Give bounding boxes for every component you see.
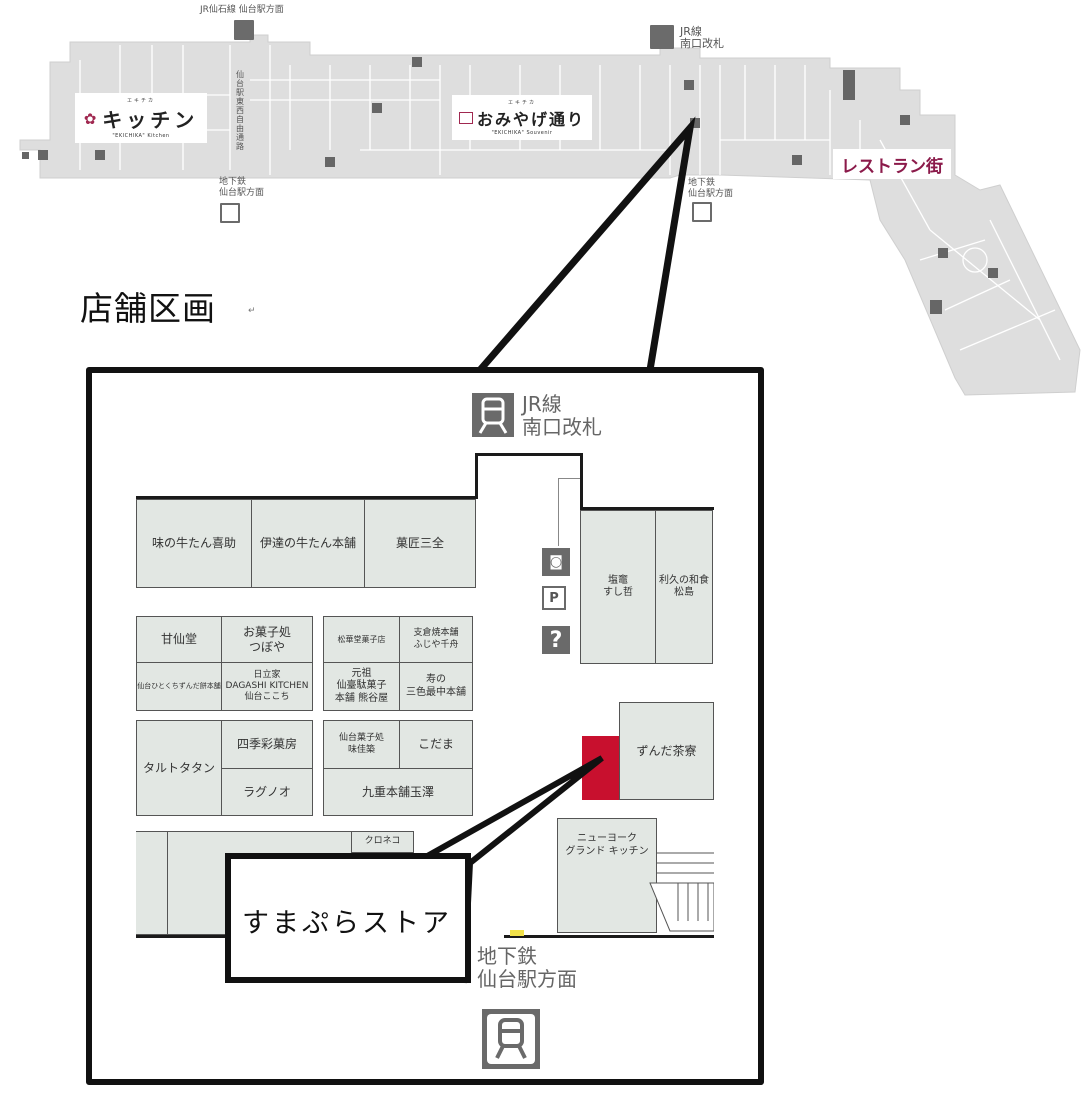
shop-unnamed-a[interactable] — [136, 831, 168, 935]
train-station-icon — [234, 20, 254, 40]
kitchen-logo-icon: ✿ — [83, 109, 97, 128]
parking-service-icon: P — [542, 586, 566, 610]
atm-icon — [22, 152, 29, 159]
jr-line-text: JR線 — [522, 392, 562, 416]
overview-map: JR仙石線 仙台駅方面 JR線 南口改札 仙台駅東西自由通路 地下鉄 仙台駅方面… — [0, 0, 1088, 410]
subway-text: 地下鉄 — [477, 944, 537, 968]
escalator-icon — [372, 103, 382, 113]
shop-ragnoo[interactable]: ラグノオ — [221, 768, 313, 816]
jr-senseki-label: JR仙石線 仙台駅方面 — [200, 5, 284, 15]
wall — [580, 453, 583, 510]
guide-line — [558, 478, 559, 546]
passage-label: 仙台駅東西自由通路 — [236, 70, 244, 151]
shop-shikisai-kabo[interactable]: 四季彩菓房 — [221, 720, 313, 769]
shop-dagashi-kitchen[interactable]: 日立家 DAGASHI KITCHEN 仙台ここち — [221, 662, 313, 711]
subway-direction-text: 仙台駅方面 — [688, 189, 734, 199]
area-label-restaurant[interactable]: レストラン街 — [833, 149, 951, 179]
subway-direction-text: 仙台駅方面 — [477, 967, 577, 991]
section-title: 店舗区画 — [80, 289, 216, 328]
subway-station-icon — [482, 1009, 540, 1069]
shop-mikaen[interactable]: 仙台菓子処 味佳築 — [323, 720, 400, 769]
restroom-icon — [412, 57, 422, 67]
paragraph-mark: ↵ — [248, 306, 256, 316]
escalator-icon — [900, 115, 910, 125]
wall — [136, 935, 246, 938]
info-glyph: ? — [549, 627, 563, 653]
subway-text: 地下鉄 — [219, 177, 247, 187]
subway-direction-label: 地下鉄 仙台駅方面 — [477, 945, 577, 991]
elevator-icon — [988, 268, 998, 278]
subway-direction-text: 仙台駅方面 — [219, 188, 265, 198]
wall — [580, 507, 714, 510]
restroom-icon — [325, 157, 335, 167]
smapla-store-location-highlight[interactable] — [582, 736, 620, 800]
shop-kansendo[interactable]: 甘仙堂 — [136, 616, 222, 663]
coin-locker-icon — [684, 80, 694, 90]
floor-plan-outline — [19, 34, 1081, 396]
wall — [504, 935, 714, 938]
shop-zunda-saryo[interactable]: ずんだ茶寮 — [619, 702, 714, 800]
wall — [475, 453, 478, 499]
store-section-detail: JR線 南口改札 味の牛たん喜助 伊達の牛たん本舗 菓匠三全 ◙ P ? 塩竈 … — [86, 367, 764, 1085]
souvenir-title: おみやげ通り — [476, 110, 585, 129]
subway-left-label: 地下鉄 仙台駅方面 — [219, 177, 264, 199]
parking-glyph: P — [549, 590, 559, 606]
train-station-icon — [650, 25, 674, 49]
shop-kokonoe-tamazawa[interactable]: 九重本舗玉澤 — [323, 768, 473, 816]
souvenir-ruby: エキチカ — [507, 100, 536, 106]
shop-shokado[interactable]: 松華堂菓子店 — [323, 616, 400, 663]
restroom-icon — [843, 70, 855, 100]
restroom-icon — [930, 300, 942, 314]
shop-sanshoku-monaka[interactable]: 寿の 三色最中本舗 — [399, 662, 473, 711]
kitchen-ruby: エキチカ — [126, 98, 155, 104]
subway-text: 地下鉄 — [688, 178, 716, 188]
escalator-icon — [938, 248, 948, 258]
information-icon — [690, 118, 700, 128]
callout-box — [225, 853, 471, 983]
wall — [136, 496, 478, 499]
area-label-kitchen[interactable]: エキチカ ✿ キッチン "EKICHIKA" Kitchen — [75, 93, 207, 143]
shop-date-gyutan[interactable]: 伊達の牛たん本舗 — [251, 499, 365, 588]
jr-south-gate-label: JR線 南口改札 — [522, 393, 602, 439]
smapla-store-label: すまぷらストア — [242, 908, 452, 939]
shop-kodama[interactable]: こだま — [399, 720, 473, 769]
south-gate-text: 南口改札 — [522, 415, 602, 439]
kitchen-subtitle: "EKICHIKA" Kitchen — [112, 133, 170, 139]
train-station-icon — [472, 393, 514, 437]
shop-shiogama-sushitetsu[interactable]: 塩竈 すし哲 — [580, 510, 656, 664]
souvenir-subtitle: "EKICHIKA" Souvenir — [491, 130, 553, 136]
shop-kasho-sanzen[interactable]: 菓匠三全 — [364, 499, 476, 588]
restroom-icon — [38, 150, 48, 160]
coin-locker-icon: ◙ — [542, 548, 570, 576]
information-icon: ? — [542, 626, 570, 654]
shop-rikyu-matsushima[interactable]: 利久の和食 松島 — [655, 510, 713, 664]
souvenir-bag-icon — [458, 112, 473, 124]
stairs-icon — [649, 852, 714, 932]
kitchen-title: キッチン — [102, 108, 199, 132]
elevator-icon — [95, 150, 105, 160]
shop-zunda-mochi[interactable]: 仙台ひとくちずんだ餅本舗 — [136, 662, 222, 711]
entrance-marker — [510, 930, 524, 936]
shop-tsuboya[interactable]: お菓子処 つぼや — [221, 616, 313, 663]
shop-kumagaiya[interactable]: 元祖 仙臺駄菓子 本舗 熊谷屋 — [323, 662, 400, 711]
shop-kuroneko[interactable]: クロネコ — [351, 831, 414, 853]
subway-station-icon — [692, 202, 712, 222]
jr-south-gate-overview-label: JR線 南口改札 — [680, 26, 724, 50]
escalator-icon — [792, 155, 802, 165]
south-gate-text: 南口改札 — [680, 37, 724, 50]
area-label-souvenir[interactable]: エキチカ おみやげ通り "EKICHIKA" Souvenir — [452, 95, 592, 140]
shop-gyutan-kisuke[interactable]: 味の牛たん喜助 — [136, 499, 252, 588]
subway-right-label: 地下鉄 仙台駅方面 — [688, 178, 733, 200]
subway-station-icon — [220, 203, 240, 223]
wall — [475, 453, 583, 456]
shop-fujiya-senshu[interactable]: 支倉焼本舗 ふじや千舟 — [399, 616, 473, 663]
jr-line-text: JR線 — [680, 25, 702, 38]
restaurant-title: レストラン街 — [841, 156, 943, 177]
guide-line — [558, 478, 580, 479]
shop-tarte-tatin[interactable]: タルトタタン — [136, 720, 222, 816]
